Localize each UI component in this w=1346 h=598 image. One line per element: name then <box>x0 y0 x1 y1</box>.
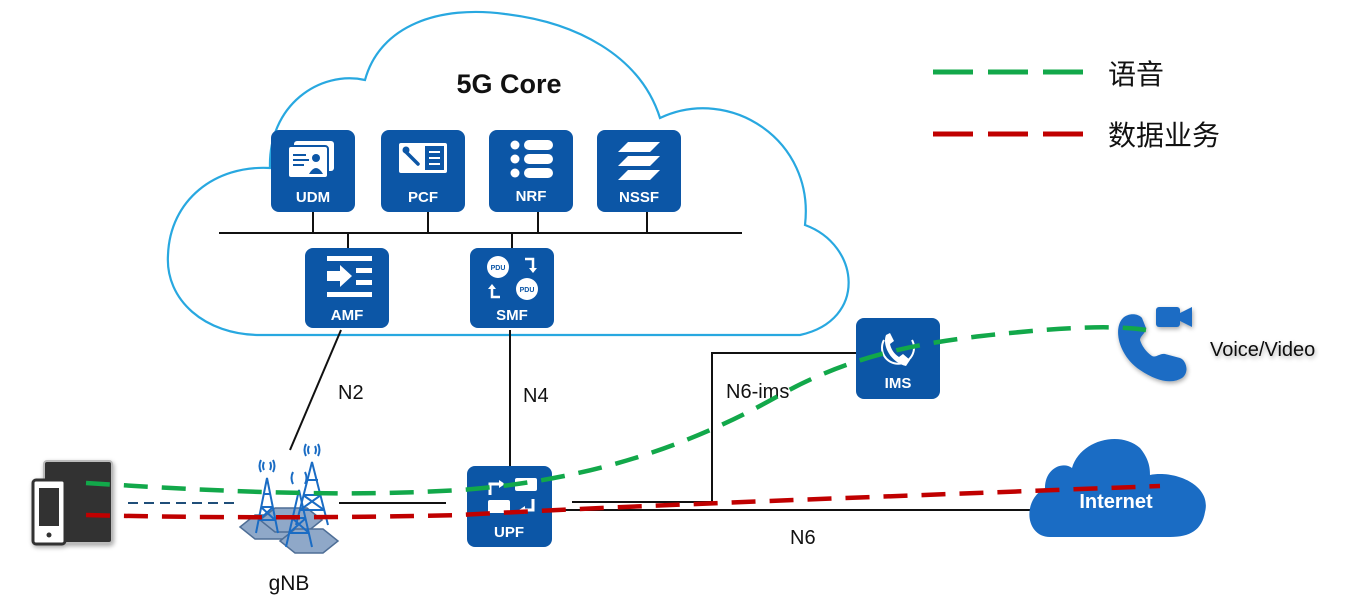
slice-layers-icon <box>618 142 660 180</box>
udm-function[interactable]: UDM <box>271 130 355 212</box>
nrf-function[interactable]: NRF <box>489 130 573 212</box>
pcf-function[interactable]: PCF <box>381 130 465 212</box>
gnb-label: gNB <box>269 572 310 595</box>
data-traffic-path <box>85 483 1161 520</box>
pdu-text: PDU <box>491 265 506 272</box>
voice-traffic-path <box>85 325 1147 496</box>
n6ims-link <box>572 352 857 503</box>
gnb-towers[interactable]: gNB <box>238 443 340 595</box>
amf-function[interactable]: AMF <box>305 248 389 328</box>
internet-label: Internet <box>1079 491 1153 513</box>
pdu-session-icon: PDU PDU <box>487 256 538 300</box>
legend-voice-label: 语音 <box>1108 58 1164 91</box>
n6ims-label: N6-ims <box>726 381 789 403</box>
interface-lines <box>289 329 1030 511</box>
pdu-text: PDU <box>520 287 535 294</box>
n6-label: N6 <box>790 527 816 549</box>
handset-icon <box>1118 314 1187 382</box>
access-arrow-icon <box>327 256 372 297</box>
legend-item-voice: 语音 <box>933 58 1164 91</box>
repository-list-icon <box>510 140 553 178</box>
nrf-label: NRF <box>516 188 547 205</box>
ims-label: IMS <box>885 375 912 392</box>
legend-item-data: 数据业务 <box>933 119 1220 152</box>
ims-node[interactable]: IMS <box>856 318 940 399</box>
smf-label: SMF <box>496 307 528 324</box>
tower-icon <box>255 443 329 548</box>
subscriber-card-icon <box>287 141 334 179</box>
udm-label: UDM <box>296 189 330 206</box>
service-bus <box>219 212 742 249</box>
n4-label: N4 <box>523 385 549 407</box>
voice-video-label: Voice/Video <box>1210 339 1315 361</box>
video-camera-icon <box>1156 307 1192 327</box>
nssf-function[interactable]: NSSF <box>597 130 681 212</box>
n2-link <box>289 329 342 451</box>
forwarding-icon <box>488 478 537 514</box>
smf-function[interactable]: PDU PDU SMF <box>470 248 554 328</box>
ue-device[interactable] <box>31 460 113 546</box>
n2-label: N2 <box>338 382 364 404</box>
core-title: 5G Core <box>456 69 561 99</box>
amf-label: AMF <box>331 307 364 324</box>
upf-node[interactable]: UPF <box>467 466 552 547</box>
legend-data-label: 数据业务 <box>1108 119 1220 152</box>
voice-video-endpoint[interactable]: Voice/Video <box>1118 307 1315 382</box>
nssf-label: NSSF <box>619 189 659 206</box>
upf-label: UPF <box>494 524 524 541</box>
legend: 语音 数据业务 <box>933 58 1220 152</box>
pcf-label: PCF <box>408 189 438 206</box>
policy-wrench-icon <box>399 143 447 173</box>
